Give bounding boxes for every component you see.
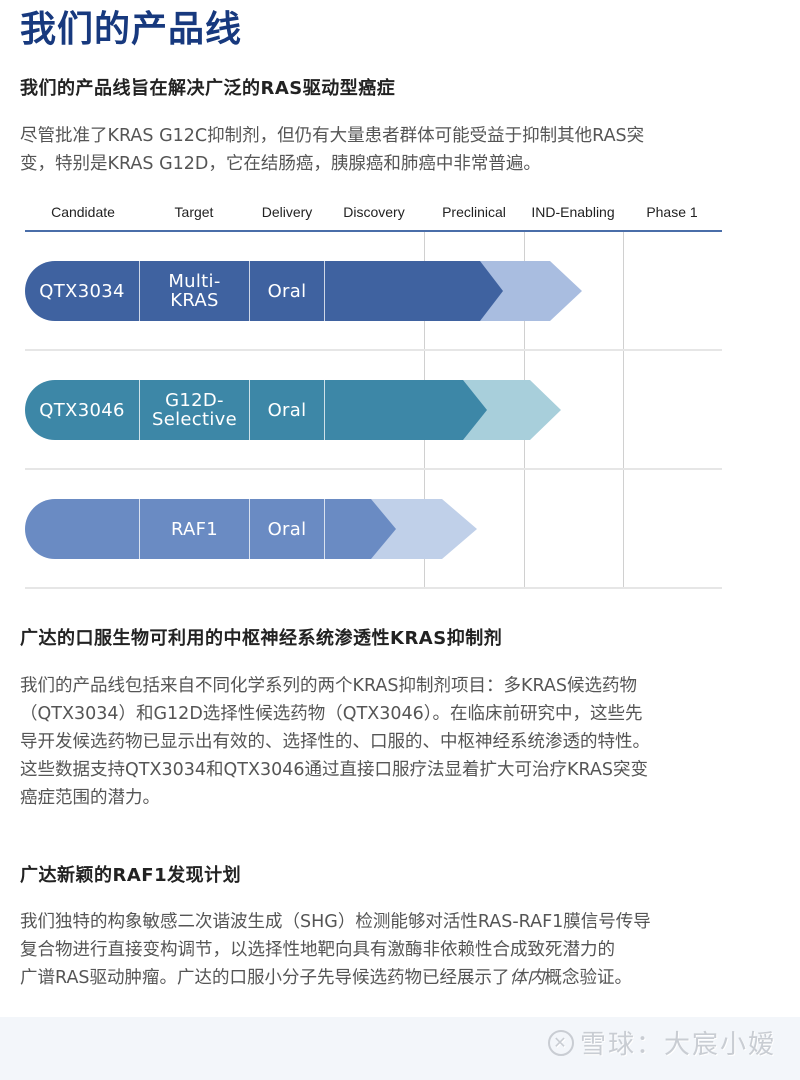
snowball-logo-icon: ✕ — [547, 1029, 574, 1056]
paragraph-line: 我们的产品线包括来自不同化学系列的两个KRAS抑制剂项目：多KRAS候选药物 — [20, 676, 638, 696]
cell-divider — [249, 261, 250, 321]
paragraph-line: 我们独特的构象敏感二次谐波生成（SHG）检测能够对活性RAS-RAF1膜信号传导 — [20, 912, 651, 932]
delivery-label: Oral — [267, 399, 307, 421]
kras-paragraph: 我们的产品线包括来自不同化学系列的两个KRAS抑制剂项目：多KRAS候选药物 （… — [20, 672, 740, 812]
candidate-name — [25, 499, 139, 559]
pipeline-bar-qtx3046: QTX3046 G12D- Selective Oral — [25, 380, 565, 440]
paragraph-line: （QTX3034）和G12D选择性候选药物（QTX3046）。在临床前研究中，这… — [20, 704, 643, 724]
section-heading-kras-inhibitors: 广达的口服生物可利用的中枢神经系统渗透性KRAS抑制剂 — [20, 628, 503, 649]
target-label: RAF1 — [140, 499, 249, 559]
watermark-text: 雪球：大宸小嫒 — [579, 1030, 776, 1060]
section-heading-raf1-program: 广达新颖的RAF1发现计划 — [20, 865, 242, 886]
row-separator — [25, 587, 722, 589]
raf1-paragraph: 我们独特的构象敏感二次谐波生成（SHG）检测能够对活性RAS-RAF1膜信号传导… — [20, 908, 740, 992]
candidate-name: QTX3046 — [39, 399, 125, 421]
paragraph-line: 变，特别是KRAS G12D，它在结肠癌，胰腺癌和肺癌中非常普遍。 — [20, 154, 541, 174]
section-intro-paragraph: 尽管批准了KRAS G12C抑制剂，但仍有大量患者群体可能受益于抑制其他RAS突… — [20, 122, 740, 178]
column-header-delivery: Delivery — [261, 204, 313, 220]
gridline-phase-1 — [623, 232, 624, 588]
column-header-ind-enabling: IND-Enabling — [531, 204, 615, 220]
column-header-discovery: Discovery — [343, 204, 405, 220]
column-header-phase-1: Phase 1 — [646, 204, 698, 220]
watermark: ✕ 雪球：大宸小嫒 — [547, 1024, 776, 1061]
paragraph-line: 癌症范围的潜力。 — [20, 788, 160, 808]
cell-divider — [324, 261, 325, 321]
paragraph-line: 导开发候选药物已显示出有效的、选择性的、口服的、中枢神经系统渗透的特性。 — [20, 732, 650, 752]
section-heading-pipeline: 我们的产品线旨在解决广泛的RAS驱动型癌症 — [20, 78, 396, 99]
cell-divider — [139, 261, 140, 321]
pipeline-bar-qtx3034: QTX3034 Multi- KRAS Oral — [25, 261, 585, 321]
delivery-label: Oral — [267, 518, 307, 540]
progress-arrow-shape — [25, 499, 477, 559]
cell-divider — [139, 380, 140, 440]
paragraph-line: 这些数据支持QTX3034和QTX3046通过直接口服疗法显着扩大可治疗KRAS… — [20, 760, 648, 780]
paragraph-line: 尽管批准了KRAS G12C抑制剂，但仍有大量患者群体可能受益于抑制其他RAS突 — [20, 126, 645, 146]
paragraph-line: 广谱RAS驱动肿瘤。广达的口服小分子先导候选药物已经展示了体内概念验证。 — [20, 964, 740, 992]
page-title: 我们的产品线 — [20, 9, 243, 50]
target-line-1: RAF1 — [170, 518, 219, 540]
pipeline-bar-raf1: RAF1 Oral — [25, 499, 485, 559]
cell-divider — [139, 499, 140, 559]
cell-divider — [324, 499, 325, 559]
header-rule — [25, 230, 722, 232]
column-header-target: Target — [174, 204, 214, 220]
line-text: 广谱RAS驱动肿瘤。广达的口服小分子先导候选药物已经展示了 — [20, 968, 510, 988]
footer-band — [0, 1017, 800, 1080]
column-header-candidate: Candidate — [51, 204, 115, 220]
progress-arrow-shape — [25, 380, 561, 440]
pipeline-chart: Candidate Target Delivery Discovery Prec… — [0, 195, 800, 595]
target-line-2: Selective — [152, 409, 237, 430]
target-label: G12D- Selective — [140, 380, 249, 440]
paragraph-line: 复合物进行直接变构调节，以选择性地靶向具有激酶非依赖性合成致死潜力的 — [20, 940, 615, 960]
row-separator — [25, 349, 722, 351]
row-separator — [25, 468, 722, 470]
cell-divider — [249, 499, 250, 559]
column-header-preclinical: Preclinical — [442, 204, 506, 220]
target-line-1: G12D- — [165, 390, 224, 411]
delivery-label: Oral — [267, 280, 307, 302]
target-line-2: KRAS — [170, 290, 219, 311]
progress-arrow-shape — [25, 261, 582, 321]
cell-divider — [324, 380, 325, 440]
cell-divider — [249, 380, 250, 440]
in-vivo-italic: 体内 — [509, 968, 545, 988]
line-text: 概念验证。 — [544, 968, 633, 988]
target-line-1: Multi- — [168, 271, 221, 292]
candidate-name: QTX3034 — [39, 280, 125, 302]
target-label: Multi- KRAS — [140, 261, 249, 321]
